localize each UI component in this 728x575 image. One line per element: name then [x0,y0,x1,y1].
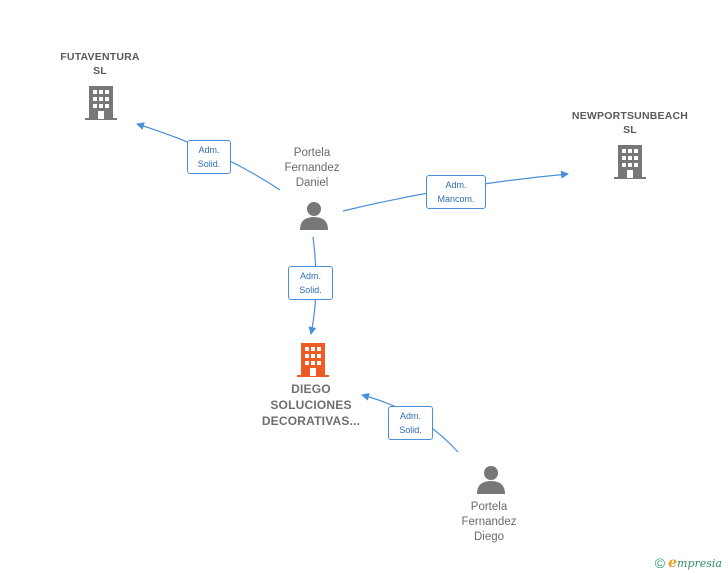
person-icon[interactable] [299,200,329,230]
brand-logo-e: e [668,555,678,571]
person-daniel-line2: Fernandez [284,162,340,174]
building-icon[interactable] [296,341,330,377]
company-diego-soluciones-line1: DIEGO [291,382,331,396]
company-newport-label[interactable]: NEWPORTSUNBEACH SL [560,109,700,137]
edge-label-line1: Adm. [399,411,421,421]
edge-label-diego-diegosol[interactable]: Adm. Solid. [388,406,433,440]
company-newport-line2: SL [623,124,637,136]
person-icon[interactable] [476,464,506,494]
company-futaventura-line2: SL [93,65,107,77]
person-diego-line3: Diego [473,531,505,543]
edge-label-line2: Solid. [399,425,422,435]
company-futaventura-line1: FUTAVENTURA [60,51,140,63]
copyright-symbol: © [654,555,666,571]
company-diego-soluciones-label[interactable]: DIEGO SOLUCIONES DECORATIVAS... [241,381,381,429]
edge-label-line2: Solid. [299,285,322,295]
edge-label-line1: Adm. [198,145,220,155]
person-daniel-line1: Portela [293,147,331,159]
edge-label-daniel-futaventura[interactable]: Adm. Solid. [187,140,231,174]
brand-logo-rest: mpresia [677,557,722,570]
edge-label-line2: Mancom. [437,194,475,204]
person-diego-label[interactable]: Portela Fernandez Diego [439,500,539,545]
person-daniel-line3: Daniel [295,177,329,189]
footer-brand[interactable]: © empresia [655,554,722,572]
person-diego-line1: Portela [470,501,508,513]
company-diego-soluciones-line3: DECORATIVAS... [261,414,361,428]
brand-logo: empresia [668,555,722,571]
company-newport-line1: NEWPORTSUNBEACH [571,110,689,122]
edge-label-line1: Adm. [299,271,321,281]
edge-label-line2: Solid. [197,159,221,169]
building-icon[interactable] [613,143,647,179]
edge-label-line1: Adm. [445,180,467,190]
building-icon[interactable] [84,84,118,120]
edge-label-daniel-newport[interactable]: Adm. Mancom. [426,175,486,209]
company-diego-soluciones-line2: SOLUCIONES [270,398,352,412]
company-futaventura-label[interactable]: FUTAVENTURA SL [40,50,160,78]
edge-label-daniel-diegosol[interactable]: Adm. Solid. [288,266,333,300]
person-daniel-label[interactable]: Portela Fernandez Daniel [262,146,362,191]
person-diego-line2: Fernandez [461,516,517,528]
